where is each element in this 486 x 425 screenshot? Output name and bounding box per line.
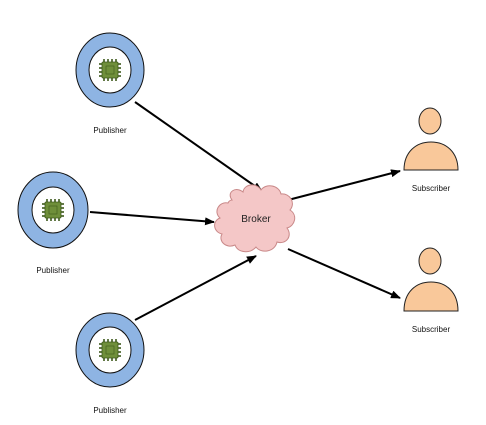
publisher-node-1 [75, 32, 145, 108]
publisher-label: Publisher [93, 406, 127, 415]
person-body [403, 141, 459, 171]
person-head [418, 107, 442, 135]
person-icon [403, 247, 459, 312]
connections [89, 101, 401, 321]
subscriber-label: Subscriber [412, 184, 451, 193]
subscriber-label: Subscriber [412, 325, 451, 334]
subscriber-node-2: Subscriber [403, 247, 459, 334]
subscriber-node-1: Subscriber [403, 107, 459, 193]
arrow-publisher-2-to-broker [89, 211, 215, 226]
microchip-icon [42, 199, 64, 221]
arrow-publisher-1-to-broker [134, 101, 263, 192]
person-icon [403, 107, 459, 171]
microchip-icon [99, 59, 121, 81]
microchip-icon [99, 339, 121, 361]
publisher-label: Publisher [36, 266, 70, 275]
arrow-broker-to-subscriber-2 [287, 248, 401, 299]
publisher-label: Publisher [93, 126, 127, 135]
publisher-node-3 [75, 312, 145, 388]
cloud-icon [214, 184, 296, 253]
person-head [418, 247, 442, 275]
arrow-publisher-3-to-broker [134, 255, 257, 321]
broker-node: Broker [214, 184, 296, 253]
publisher-node-2 [17, 171, 89, 249]
broker-label: Broker [241, 214, 271, 225]
person-body [403, 281, 459, 312]
arrow-broker-to-subscriber-1 [287, 169, 401, 201]
